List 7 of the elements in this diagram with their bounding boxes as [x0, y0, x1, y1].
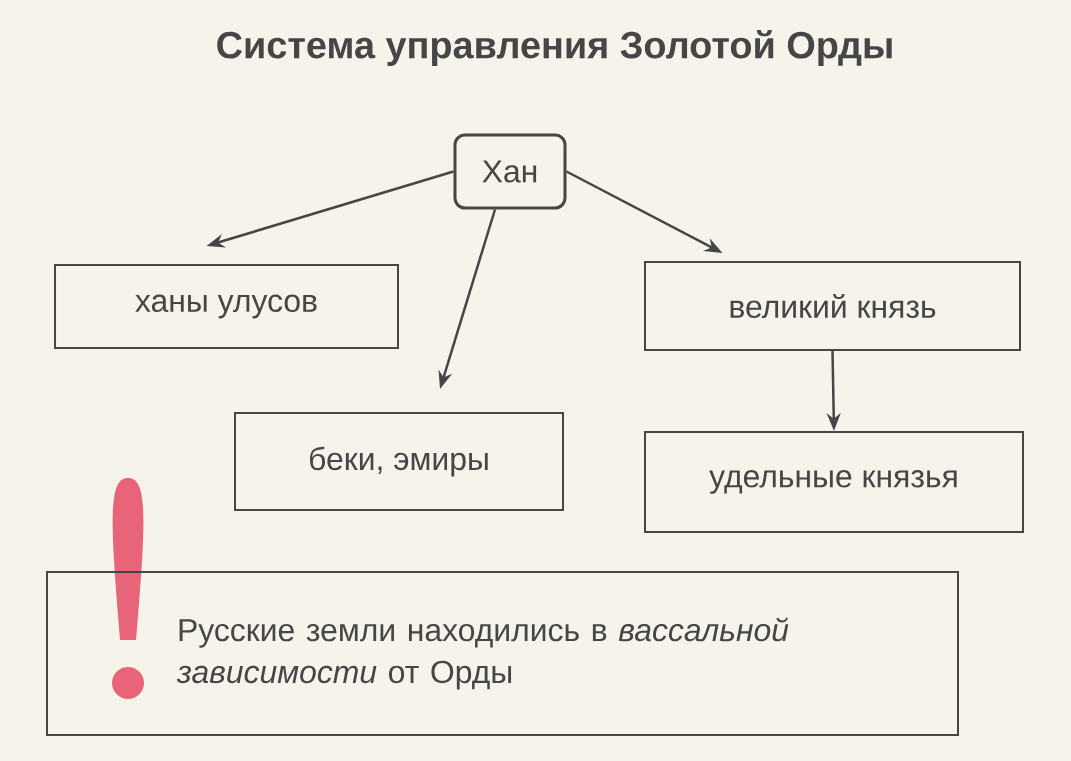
- title: Система управления Золотой Орды: [217, 30, 892, 66]
- process-box: Хан: [453, 133, 567, 210]
- process-box: ханы улусов: [54, 264, 399, 349]
- process-box: беки, эмиры: [234, 412, 564, 511]
- process-box: удельные князья: [644, 431, 1024, 533]
- note-box: Русские земли находились в вассальной зависимости от Орды: [46, 571, 959, 736]
- process-box: великий князь: [644, 261, 1021, 351]
